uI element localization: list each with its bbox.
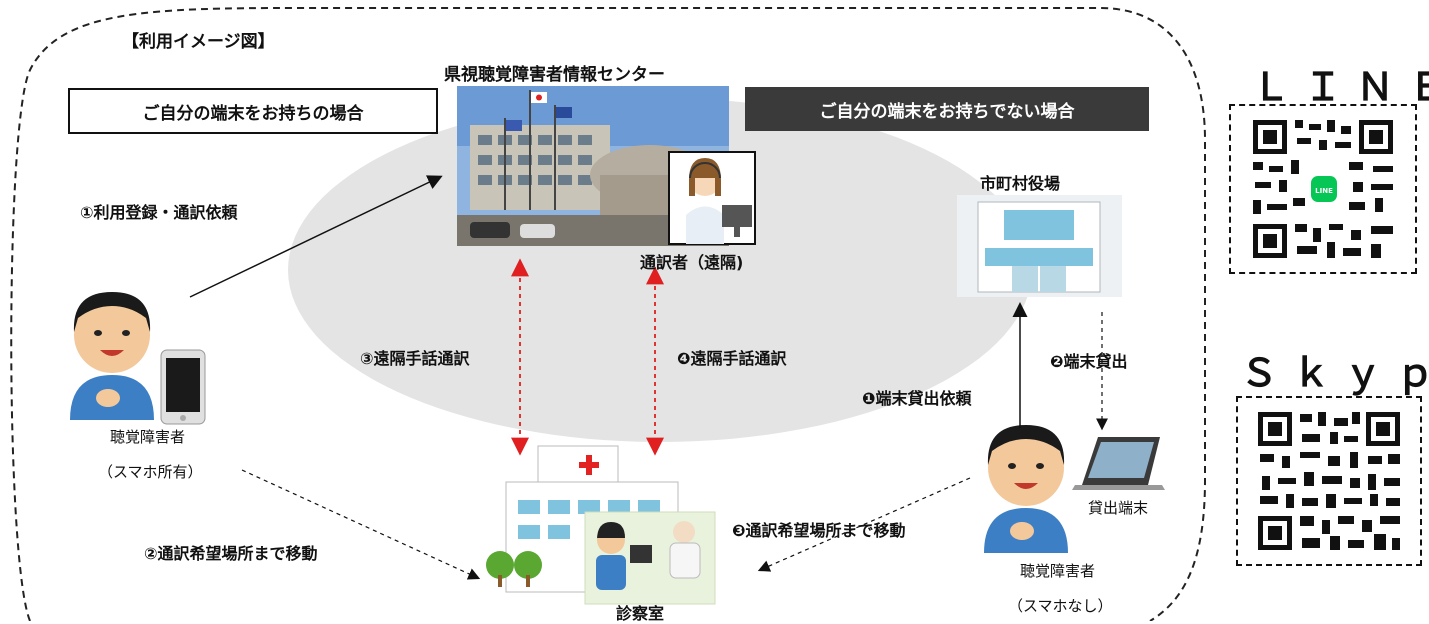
arrow-register: [189, 175, 443, 298]
user-left-sub: （スマホ所有）: [98, 463, 203, 481]
lent-device-label: 貸出端末: [1088, 499, 1149, 517]
step-move-right: ❸通訳希望場所まで移動: [732, 521, 906, 540]
step-remote-left: ③遠隔手話通訳: [360, 349, 470, 368]
user-right-figure: [984, 425, 1068, 553]
outer-boundary: [10, 7, 1206, 621]
step-move-left: ②通訳希望場所まで移動: [144, 544, 318, 563]
municipal-office-building: [957, 195, 1122, 297]
skype-title: Ｓｋｙｐｅ: [1240, 351, 1429, 395]
lent-tablet-figure: [1072, 437, 1165, 490]
step-lend: ❷端末貸出: [1050, 352, 1128, 371]
arrow-move-left: [241, 469, 481, 580]
step-register: ①利用登録・通訳依頼: [80, 203, 238, 222]
with-device-label: ご自分の端末をお持ちの場合: [68, 88, 438, 134]
user-left-figure: [70, 292, 154, 420]
line-qr-frame: LINE: [1229, 104, 1417, 274]
municipal-office-label: 市町村役場: [980, 174, 1061, 193]
without-device-label: ご自分の端末をお持ちでない場合: [745, 87, 1149, 131]
svg-text:LINE: LINE: [1315, 187, 1333, 195]
step-lend-request: ❶端末貸出依頼: [862, 389, 972, 408]
arrow-move-right: [757, 477, 971, 572]
user-right-label: 聴覚障害者: [1020, 562, 1096, 580]
user-right-sub: （スマホなし）: [1008, 597, 1113, 615]
center-name: 県視聴覚障害者情報センター: [444, 65, 665, 85]
interpreter-figure: [668, 151, 756, 245]
skype-qr-frame: [1236, 396, 1422, 566]
line-qr-code: LINE: [1253, 120, 1393, 258]
smartphone-figure: [160, 349, 206, 425]
interpreter-label: 通訳者（遠隔): [640, 253, 744, 272]
skype-qr-code: [1258, 412, 1400, 550]
clinic-room: [584, 511, 716, 605]
user-left-label: 聴覚障害者: [110, 428, 186, 446]
diagram-title: 【利用イメージ図】: [122, 32, 275, 52]
line-title: ＬＩＮＥ: [1252, 65, 1429, 109]
step-remote-right: ❹遠隔手話通訳: [677, 349, 787, 368]
clinic-label: 診察室: [616, 604, 665, 623]
